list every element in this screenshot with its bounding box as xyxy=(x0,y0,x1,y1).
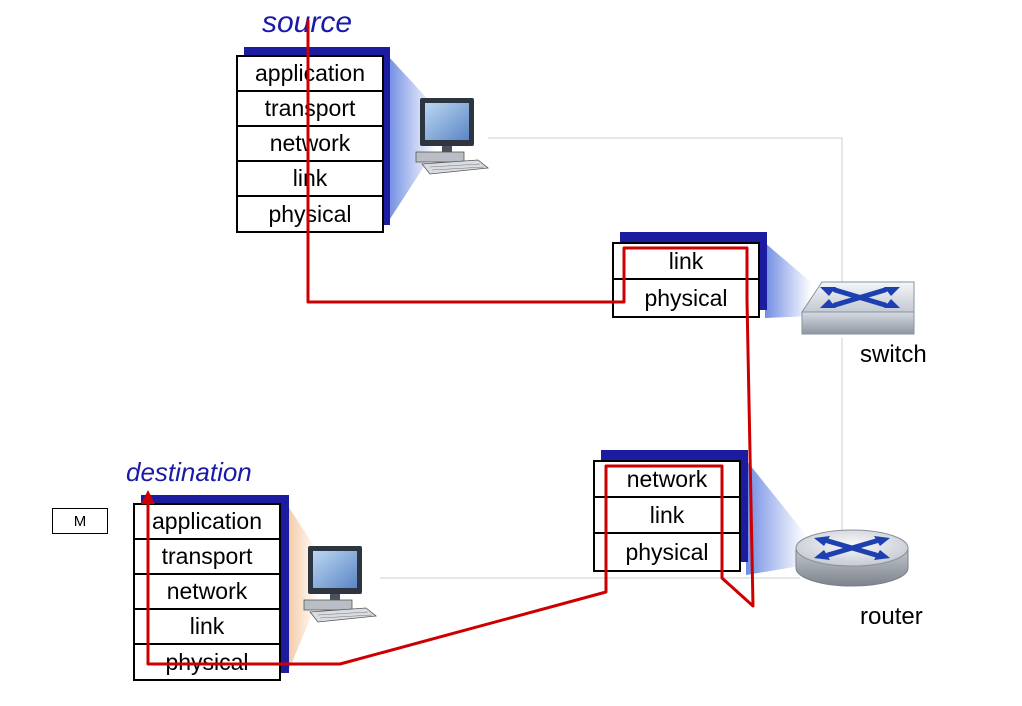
destination-protocol-stack: application transport network link physi… xyxy=(133,495,289,681)
router-icon xyxy=(795,529,909,587)
source-layer-application: application xyxy=(238,57,382,92)
destination-layer-physical: physical xyxy=(165,648,249,675)
source-label: source xyxy=(262,6,353,39)
message-box: M xyxy=(52,508,108,534)
destination-label: destination xyxy=(126,457,252,487)
router-projection-cone xyxy=(746,460,806,575)
destination-layer-transport: transport xyxy=(135,540,279,575)
source-computer-icon xyxy=(415,98,490,175)
router-protocol-stack: network link physical xyxy=(593,450,748,572)
router-layer-network: network xyxy=(595,462,739,498)
destination-layer-application: application xyxy=(135,505,279,540)
switch-protocol-stack: link physical xyxy=(612,232,767,318)
source-layer-link: link xyxy=(238,162,382,197)
switch-projection-cone xyxy=(765,243,812,318)
source-protocol-stack: application transport network link physi… xyxy=(236,47,390,233)
source-layer-transport: transport xyxy=(238,92,382,127)
switch-layer-link: link xyxy=(614,244,758,280)
destination-layer-network: network xyxy=(135,575,279,610)
network-switch-icon xyxy=(801,281,915,335)
source-layer-physical: physical xyxy=(268,200,352,227)
switch-layer-physical: physical xyxy=(644,284,728,311)
destination-layer-link: link xyxy=(135,610,279,645)
router-layer-link: link xyxy=(595,498,739,534)
router-layer-physical: physical xyxy=(625,538,709,565)
switch-label: switch xyxy=(860,341,927,368)
source-layer-network: network xyxy=(238,127,382,162)
destination-computer-icon xyxy=(303,546,378,623)
router-label: router xyxy=(860,603,923,630)
